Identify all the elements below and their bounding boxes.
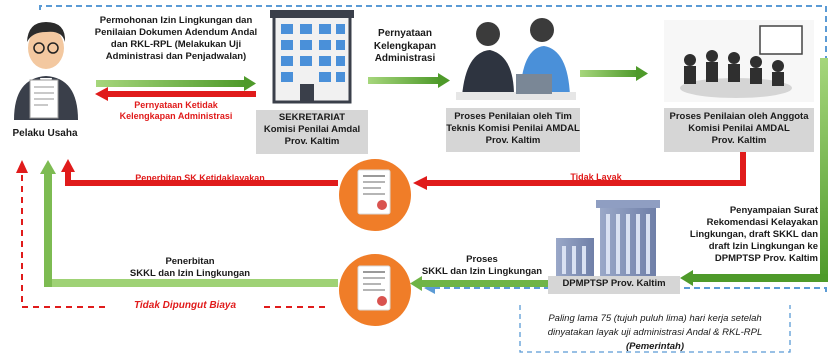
timeline-note: Paling lama 75 (tujuh puluh lima) hari k…	[524, 312, 786, 353]
note-bracket	[519, 305, 791, 353]
anggota-label: Proses Penilaian oleh Anggota Komisi Pen…	[664, 111, 814, 147]
document-certificate-icon	[339, 254, 411, 326]
tim-teknis-label: Proses Penilaian oleh Tim Teknis Komisi …	[446, 111, 580, 147]
penyampaian-label: Penyampaian Surat Rekomendasi Kelayakan …	[684, 205, 818, 264]
anggota-line-1: Proses Penilaian oleh Anggota	[669, 111, 809, 122]
penerbitan-sk-label: Penerbitan SK Ketidaklayakan	[135, 173, 265, 183]
dpmptsp-label: DPMPTSP Prov. Kaltim	[562, 278, 666, 289]
pernyataan-lengkap-line-2: Kelengkapan	[373, 40, 437, 52]
penyampaian-line-1: Penyampaian Surat	[729, 205, 818, 216]
permohonan-line-3: dan RKL-RPL (Melakukan Uji	[110, 38, 242, 50]
meeting-icon	[456, 18, 576, 100]
permohonan-line-1: Permohonan Izin Lingkungan dan	[99, 15, 253, 26]
pernyataan-tidak-lengkap-label: Pernyataan Ketidak Kelengkapan Administr…	[100, 100, 252, 123]
red-dashed-arrowhead	[16, 160, 28, 173]
penerbitan-skkl-line-1: Penerbitan	[165, 256, 215, 267]
document-certificate-icon	[339, 159, 411, 231]
government-building-icon	[556, 200, 660, 278]
pernyataan-tidak-lengkap-line-1: Pernyataan Ketidak	[134, 100, 218, 110]
tim-teknis-line-1: Proses Penilaian oleh Tim	[454, 111, 572, 122]
penyampaian-line-4: draft Izin Lingkungan ke	[708, 240, 818, 252]
note-line-1: Paling lama 75 (tujuh puluh lima) hari k…	[548, 313, 762, 324]
note-line-2: dinyatakan layak uji administrasi Andal …	[547, 326, 763, 338]
penyampaian-line-2: Rekomendasi Kelayakan	[706, 216, 818, 228]
sekretariat-box	[256, 110, 368, 154]
sekretariat-line-3: Prov. Kaltim	[284, 135, 340, 147]
permohonan-line-4: Administrasi dan Penjadwalan)	[105, 50, 247, 62]
blue-dashed-top	[39, 5, 827, 58]
permohonan-label: Permohonan Izin Lingkungan dan Penilaian…	[86, 15, 266, 63]
businessman-icon	[14, 22, 78, 120]
note-line-3: (Pemerintah)	[625, 340, 685, 352]
tidak-dipungut-label: Tidak Dipungut Biaya	[110, 300, 260, 313]
sekretariat-line-2: Komisi Penilai Amdal	[263, 123, 361, 135]
pelaku-usaha-label: Pelaku Usaha	[12, 128, 78, 139]
anggota-box	[664, 108, 814, 152]
pernyataan-lengkap-line-3: Administrasi	[374, 53, 436, 64]
anggota-line-2: Komisi Penilai AMDAL	[688, 122, 790, 134]
boardroom-icon	[664, 20, 814, 102]
penyampaian-line-3: Lingkungan, draft SKKL dan	[689, 228, 818, 240]
office-building-icon	[270, 10, 354, 104]
tim-teknis-box	[446, 108, 580, 152]
dpmptsp-box	[548, 276, 680, 294]
pernyataan-lengkap-line-1: Pernyataan	[378, 28, 432, 39]
proses-skkl-line-1: Proses	[466, 254, 498, 265]
pernyataan-tidak-lengkap-line-2: Kelengkapan Administrasi	[119, 111, 233, 122]
tim-teknis-line-3: Prov. Kaltim	[485, 134, 541, 146]
sekretariat-label: SEKRETARIAT Komisi Penilai Amdal Prov. K…	[256, 112, 368, 148]
proses-skkl-line-2: SKKL dan Izin Lingkungan	[421, 265, 543, 277]
anggota-line-3: Prov. Kaltim	[711, 134, 767, 146]
tidak-layak-label: Tidak Layak	[570, 172, 622, 182]
sekretariat-line-1: SEKRETARIAT	[278, 112, 346, 123]
proses-skkl-label: Proses SKKL dan Izin Lingkungan	[418, 254, 546, 278]
penerbitan-skkl-line-2: SKKL dan Izin Lingkungan	[129, 267, 251, 279]
penyampaian-line-5: DPMPTSP Prov. Kaltim	[714, 252, 818, 264]
pernyataan-lengkap-label: Pernyataan Kelengkapan Administrasi	[365, 28, 445, 66]
permohonan-line-2: Penilaian Dokumen Adendum Andal	[94, 26, 258, 38]
tim-teknis-line-2: Teknis Komisi Penilai AMDAL	[446, 122, 580, 134]
penerbitan-skkl-label: Penerbitan SKKL dan Izin Lingkungan	[110, 256, 270, 280]
